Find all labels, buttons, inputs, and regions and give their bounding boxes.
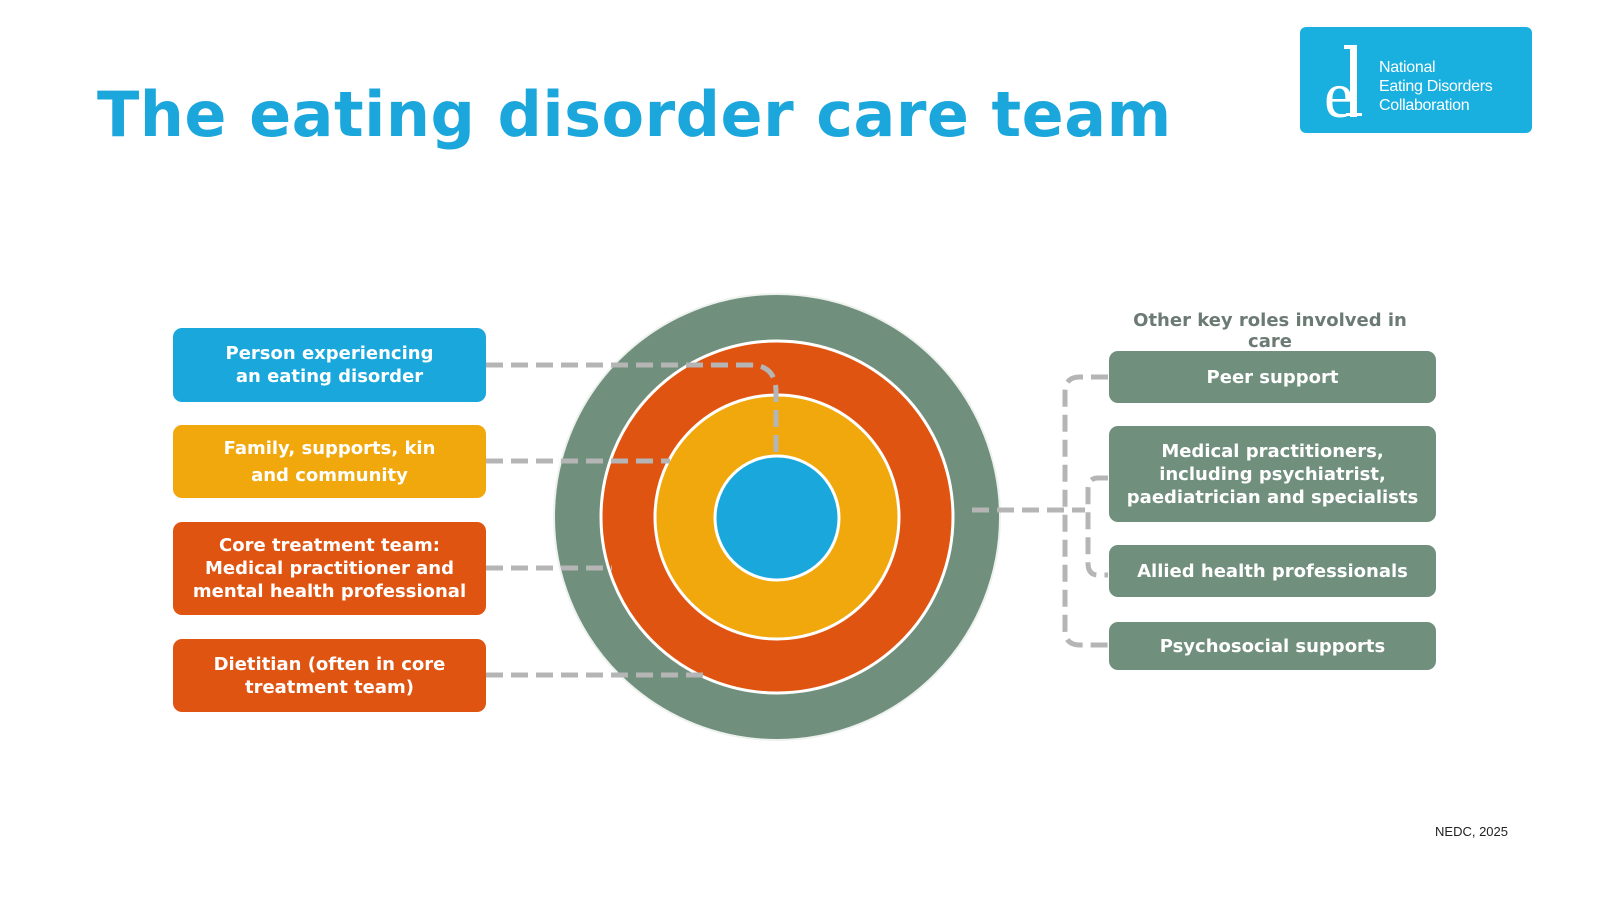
person-center-circle: [713, 454, 841, 582]
logo-line-3: Collaboration: [1379, 97, 1470, 114]
label-core-team: Core treatment team: Medical practitione…: [173, 522, 486, 615]
label-psychosocial: Psychosocial supports: [1109, 622, 1436, 670]
label-core-team-text: Core treatment team: Medical practitione…: [192, 535, 467, 602]
connector-bracket-inner: [1085, 475, 1108, 578]
page-title: The eating disorder care team: [97, 78, 1172, 151]
label-family: Family, supports, kin and community: [173, 425, 486, 498]
logo-text: National Eating Disorders Collaboration: [1379, 58, 1493, 115]
label-dietitian: Dietitian (often in core treatment team): [173, 639, 486, 712]
label-allied-health-text: Allied health professionals: [1137, 560, 1408, 582]
label-person-text: Person experiencing an eating disorder: [225, 343, 434, 387]
label-psychosocial-text: Psychosocial supports: [1159, 635, 1386, 657]
svg-text:e: e: [1324, 59, 1353, 121]
nedc-logo: e National Eating Disorders Collaboratio…: [1300, 27, 1532, 133]
label-medical-practitioners-text: Medical practitioners, including psychia…: [1126, 440, 1419, 508]
other-roles-heading: Other key roles involved in care: [1133, 310, 1407, 352]
logo-line-1: National: [1379, 59, 1436, 76]
label-family-text: Family, supports, kin and community: [223, 437, 436, 486]
label-person: Person experiencing an eating disorder: [173, 328, 486, 402]
connector-bracket-outer: [1062, 374, 1108, 648]
concentric-rings: [553, 293, 1001, 741]
label-medical-practitioners: Medical practitioners, including psychia…: [1109, 426, 1436, 522]
label-allied-health: Allied health professionals: [1109, 545, 1436, 597]
connector-person: [486, 362, 779, 455]
label-peer-support: Peer support: [1109, 351, 1436, 403]
logo-line-2: Eating Disorders: [1379, 78, 1493, 95]
source-footer: NEDC, 2025: [1435, 824, 1508, 839]
ed-letter-logo-icon: e: [1324, 45, 1362, 121]
connectors: [486, 362, 1108, 678]
label-peer-support-text: Peer support: [1206, 366, 1339, 388]
label-dietitian-text: Dietitian (often in core treatment team): [213, 653, 446, 698]
